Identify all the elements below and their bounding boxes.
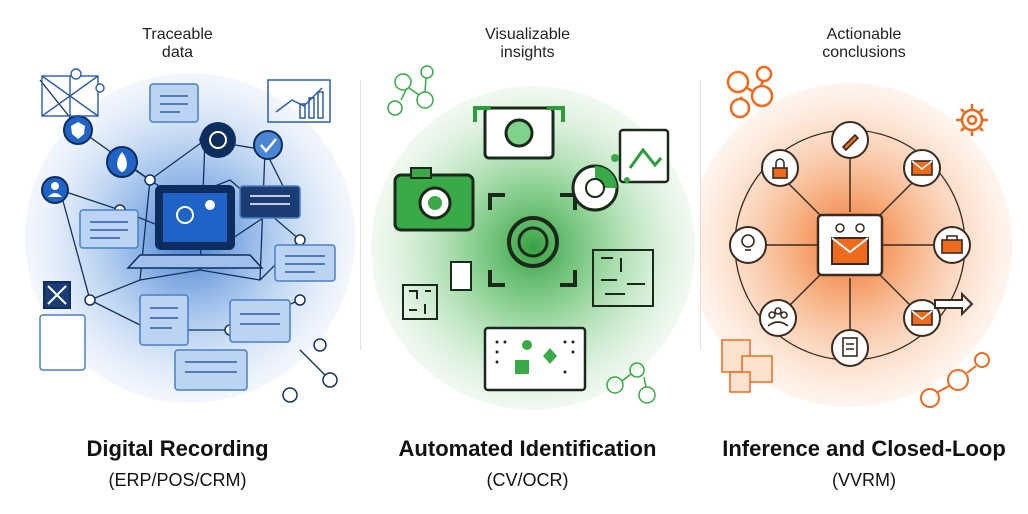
lightbulb-icon — [729, 226, 767, 264]
kicker-line: Traceable — [142, 26, 213, 43]
gear-icon — [956, 104, 988, 136]
automated-identification-illustration — [371, 65, 695, 410]
document-icon — [721, 339, 773, 393]
kicker-line: conclusions — [822, 44, 906, 61]
camera-icon — [473, 106, 565, 160]
image-icon — [611, 128, 670, 184]
document-icon — [39, 83, 336, 391]
network-icon — [41, 68, 105, 117]
panel-subtitle: (CV/OCR) — [486, 470, 569, 490]
kicker-line: insights — [500, 44, 555, 61]
fire-icon — [106, 146, 138, 178]
pie-chart-icon — [571, 164, 619, 212]
panel-title: Automated Identification — [398, 436, 657, 461]
chart-icon — [267, 79, 331, 123]
flow-icon — [920, 291, 990, 408]
panel-subtitle: (VVRM) — [832, 470, 896, 490]
panel-title: Digital Recording — [86, 436, 269, 461]
panel-inference-closed-loop: Actionable conclusions Inference and Clo… — [700, 0, 1028, 514]
central-device — [126, 185, 264, 269]
shield-icon — [63, 115, 93, 145]
user-icon — [41, 176, 69, 204]
kicker-label: Visualizable insights — [355, 26, 700, 62]
team-icon — [759, 299, 797, 337]
divider — [360, 80, 361, 350]
panel-digital-recording: Traceable data Digital Recording (ERP/PO… — [0, 0, 355, 514]
panel-title: Inference and Closed-Loop — [722, 436, 1006, 461]
green-glow — [371, 86, 695, 410]
spoke-arrows — [758, 150, 940, 338]
molecule-icon — [726, 65, 774, 119]
kicker-line: Visualizable — [484, 26, 571, 43]
panel-subtitle: (ERP/POS/CRM) — [108, 470, 247, 490]
kicker-label: Actionable conclusions — [700, 26, 1028, 62]
inference-loop-illustration — [700, 65, 1012, 408]
network-icon — [43, 281, 71, 309]
hub-icon — [816, 213, 884, 277]
focus-scan-icon — [488, 193, 577, 287]
qr-code-icon — [402, 249, 654, 320]
panel-automated-identification: Visualizable insights Automated Identifi… — [355, 0, 700, 514]
molecule-icon — [387, 65, 656, 404]
kicker-label: Traceable data — [0, 26, 355, 62]
camera-icon — [200, 122, 236, 158]
kicker-line: data — [161, 44, 194, 61]
kicker-line: Actionable — [826, 26, 902, 43]
checkmark-icon — [253, 130, 283, 160]
camera-icon — [393, 167, 475, 232]
grid-board-icon — [483, 326, 587, 392]
digital-recording-illustration — [25, 68, 355, 403]
